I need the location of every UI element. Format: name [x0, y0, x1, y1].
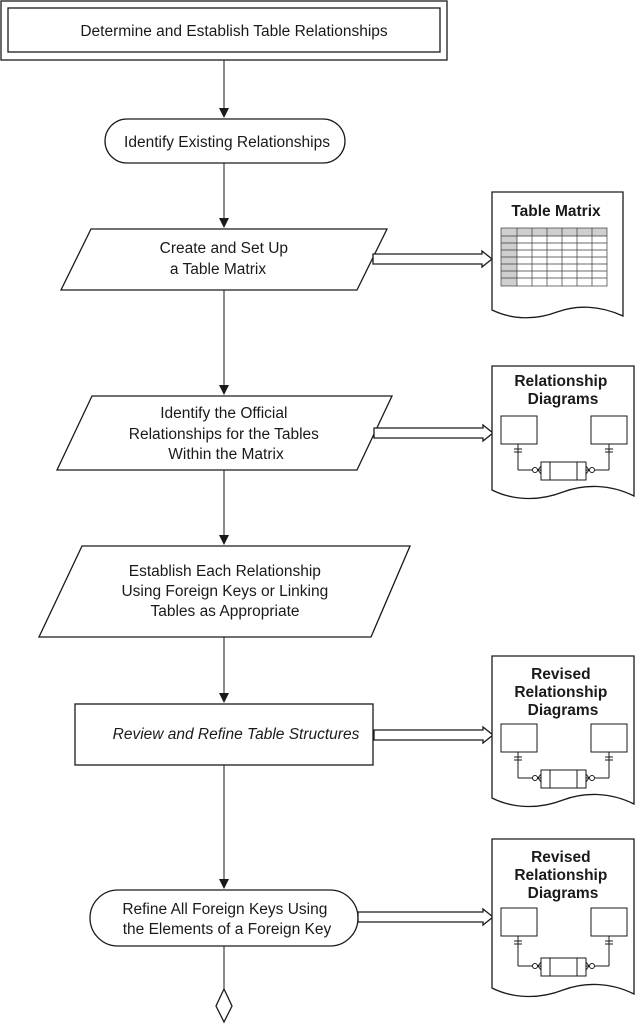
- table-matrix-icon: [500, 227, 608, 287]
- step-review-refine: Review and Refine Table Structures: [74, 703, 374, 766]
- step-identify-official-label: Identify the Official Relationships for …: [129, 405, 323, 463]
- erd-icon: [500, 907, 628, 977]
- document-revised-diagrams-1-title: Revised Relationship Diagrams: [514, 666, 611, 719]
- step-identify-existing: Identify Existing Relationships: [104, 118, 346, 164]
- step-create-matrix: Create and Set Up a Table Matrix: [59, 228, 389, 291]
- document-revised-diagrams-2-title: Revised Relationship Diagrams: [514, 849, 611, 902]
- document-relationship-diagrams-title: Relationship Diagrams: [514, 373, 611, 408]
- decision-diamond: [215, 987, 233, 1024]
- erd-icon: [500, 723, 628, 789]
- output-arrow-revised-2: [357, 907, 495, 927]
- step-identify-existing-label: Identify Existing Relationships: [124, 134, 330, 151]
- step-refine-foreign-keys-label: Refine All Foreign Keys Using the Elemen…: [122, 901, 331, 938]
- step-establish-each: Establish Each Relationship Using Foreig…: [37, 545, 411, 638]
- step-identify-official: Identify the Official Relationships for …: [55, 395, 394, 471]
- output-arrow-revised-1: [373, 725, 495, 745]
- title-box-label: Determine and Establish Table Relationsh…: [80, 23, 388, 40]
- output-arrow-relationship: [373, 423, 495, 443]
- step-create-matrix-label: Create and Set Up a Table Matrix: [160, 240, 293, 278]
- document-revised-diagrams-1: Revised Relationship Diagrams: [491, 655, 635, 808]
- document-revised-diagrams-2: Revised Relationship Diagrams: [491, 838, 635, 998]
- step-review-refine-label: Review and Refine Table Structures: [113, 726, 360, 743]
- document-relationship-diagrams: Relationship Diagrams: [491, 365, 635, 500]
- document-table-matrix: Table Matrix: [491, 191, 624, 319]
- document-table-matrix-title: Table Matrix: [511, 203, 601, 220]
- step-establish-each-label: Establish Each Relationship Using Foreig…: [121, 563, 332, 620]
- erd-icon: [500, 415, 628, 481]
- output-arrow-matrix: [372, 249, 494, 269]
- title-box: Determine and Establish Table Relationsh…: [0, 0, 448, 61]
- step-refine-foreign-keys: Refine All Foreign Keys Using the Elemen…: [89, 889, 359, 947]
